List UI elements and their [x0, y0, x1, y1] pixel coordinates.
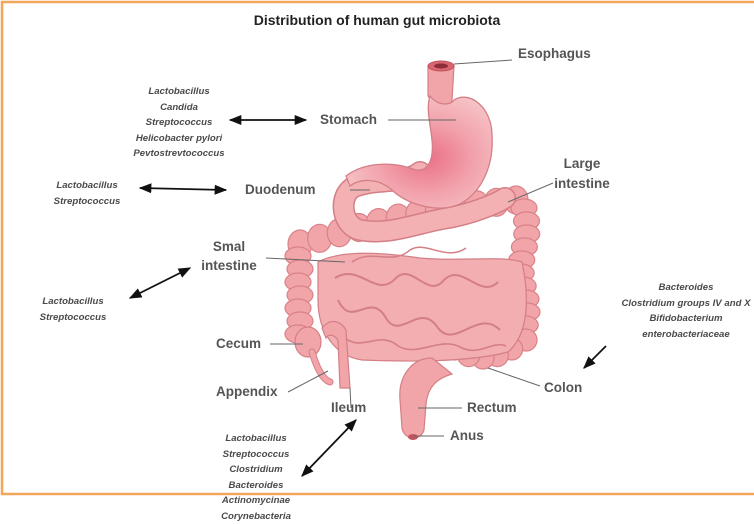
- label-appendix: Appendix: [216, 384, 278, 399]
- microbes-stomach: Lactobacillus Candida Streptococcus Heli…: [104, 84, 254, 162]
- microbes-colon: Bacteroides Clostridium groups IV and X …: [602, 280, 754, 342]
- microbe-item: Streptococcus: [186, 447, 326, 463]
- label-rectum: Rectum: [467, 400, 517, 415]
- duodenum-arrow: [140, 188, 226, 190]
- microbe-item: Lactobacillus: [32, 178, 142, 194]
- microbe-item: Actinomycinae: [186, 493, 326, 509]
- microbes-ileum: Lactobacillus Streptococcus Clostridium …: [186, 431, 326, 524]
- label-duodenum: Duodenum: [245, 182, 316, 197]
- microbes-duodenum: Lactobacillus Streptococcus: [32, 178, 142, 209]
- label-cecum: Cecum: [216, 336, 261, 351]
- label-large-intestine: Large intestine: [543, 154, 621, 194]
- microbe-item: Clostridium: [186, 462, 326, 478]
- microbe-item: Streptococcus: [32, 194, 142, 210]
- microbe-item: Lactobacillus: [18, 294, 128, 310]
- label-stomach: Stomach: [320, 112, 377, 127]
- label-anus: Anus: [450, 428, 484, 443]
- microbe-item: Pevtostrevtococcus: [104, 146, 254, 162]
- colon-arrow: [584, 346, 606, 368]
- frame-border: [2, 2, 754, 494]
- microbe-item: Streptococcus: [104, 115, 254, 131]
- label-small-intestine: Smal intestine: [190, 237, 268, 275]
- microbe-item: Bacteroides: [186, 478, 326, 494]
- label-ileum: Ileum: [331, 400, 366, 415]
- microbe-item: Clostridium groups IV and X: [602, 296, 754, 312]
- small-intestine-shape: [318, 247, 526, 361]
- label-esophagus: Esophagus: [518, 46, 591, 61]
- label-large-intestine-line1: Large: [543, 154, 621, 174]
- microbe-item: Streptococcus: [18, 310, 128, 326]
- label-large-intestine-line2: intestine: [543, 174, 621, 194]
- microbe-item: Lactobacillus: [104, 84, 254, 100]
- microbe-item: enterobacteriaceae: [602, 327, 754, 343]
- microbe-item: Bacteroides: [602, 280, 754, 296]
- microbe-item: Candida: [104, 100, 254, 116]
- small-intestine-arrow: [130, 268, 190, 298]
- microbe-item: Lactobacillus: [186, 431, 326, 447]
- diagram-title: Distribution of human gut microbiota: [0, 12, 754, 28]
- microbes-small-intestine: Lactobacillus Streptococcus: [18, 294, 128, 325]
- microbe-item: Helicobacter pylori: [104, 131, 254, 147]
- label-small-intestine-line2: intestine: [190, 256, 268, 275]
- microbe-item: Bifidobacterium: [602, 311, 754, 327]
- rectum-shape: [400, 358, 452, 440]
- label-small-intestine-line1: Smal: [190, 237, 268, 256]
- label-colon: Colon: [544, 380, 582, 395]
